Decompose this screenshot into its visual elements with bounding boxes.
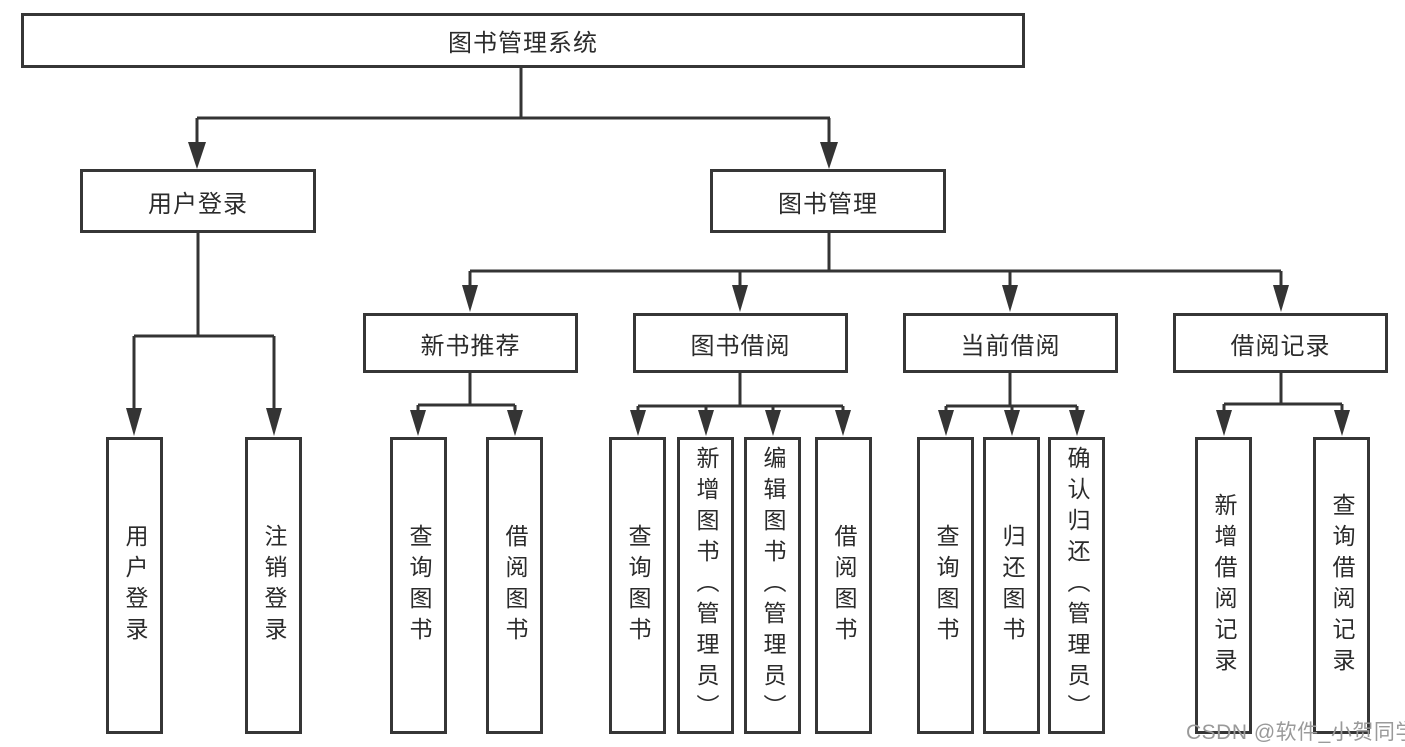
arrow-down-icon (126, 408, 142, 436)
node-label: 借阅记录 (1230, 332, 1331, 360)
leaf-current-query-book: 查询图书 (917, 437, 974, 734)
node-borrowing-records: 借阅记录 (1173, 313, 1388, 373)
leaf-borrowing-edit-book-admin: 编辑图书（管理员） (744, 437, 801, 734)
node-book-borrowing: 图书借阅 (633, 313, 848, 373)
arrow-down-icon (732, 285, 748, 312)
watermark: CSDN @软件_小贺同学 (1186, 721, 1405, 744)
arrow-down-icon (630, 410, 646, 436)
leaf-recommend-borrow-book: 借阅图书 (486, 437, 543, 734)
node-label: 归还图书 (999, 523, 1025, 648)
arrow-down-icon (1273, 285, 1289, 312)
leaf-recommend-query-book: 查询图书 (390, 437, 447, 734)
node-label: 借阅图书 (502, 523, 528, 648)
arrow-down-icon (188, 142, 206, 169)
arrow-down-icon (410, 410, 426, 436)
arrow-down-icon (1069, 410, 1085, 436)
node-book-management: 图书管理 (710, 169, 946, 233)
arrow-down-icon (1002, 285, 1018, 312)
node-label: 查询图书 (406, 523, 432, 648)
node-label: 查询图书 (933, 523, 959, 648)
arrow-down-icon (1004, 410, 1020, 436)
arrow-down-icon (698, 410, 714, 436)
leaf-records-add-record: 新增借阅记录 (1195, 437, 1252, 734)
leaf-current-return-book: 归还图书 (983, 437, 1040, 734)
arrow-down-icon (938, 410, 954, 436)
leaf-records-query-record: 查询借阅记录 (1313, 437, 1370, 734)
node-new-book-recommend: 新书推荐 (363, 313, 578, 373)
node-label: 查询图书 (625, 523, 651, 648)
node-label: 借阅图书 (831, 523, 857, 648)
node-current-borrowing: 当前借阅 (903, 313, 1118, 373)
arrow-down-icon (820, 142, 838, 169)
leaf-current-confirm-return-admin: 确认归还（管理员） (1048, 437, 1105, 734)
node-label: 图书管理 (778, 190, 878, 218)
node-label: 新书推荐 (420, 332, 521, 360)
arrow-down-icon (507, 410, 523, 436)
node-label: 查询借阅记录 (1329, 492, 1355, 679)
arrow-down-icon (1216, 410, 1232, 436)
leaf-user-login: 用户登录 (106, 437, 163, 734)
leaf-borrowing-add-book-admin: 新增图书（管理员） (677, 437, 734, 734)
node-label: 注销登录 (261, 523, 287, 648)
leaf-borrowing-borrow-book: 借阅图书 (815, 437, 872, 734)
leaf-logout: 注销登录 (245, 437, 302, 734)
node-label: 图书管理系统 (448, 30, 598, 57)
arrow-down-icon (266, 408, 282, 436)
node-label: 用户登录 (148, 190, 248, 218)
node-label: 用户登录 (122, 523, 148, 648)
node-root-library-system: 图书管理系统 (21, 13, 1025, 68)
node-label: 图书借阅 (690, 332, 791, 360)
leaf-borrowing-query-book: 查询图书 (609, 437, 666, 734)
node-user-login: 用户登录 (80, 169, 316, 233)
node-label: 新增借阅记录 (1211, 492, 1237, 679)
arrow-down-icon (765, 410, 781, 436)
arrow-down-icon (1334, 410, 1350, 436)
node-label: 当前借阅 (960, 332, 1061, 360)
arrow-down-icon (835, 410, 851, 436)
node-label: 确认归还（管理员） (1064, 446, 1090, 725)
node-label: 编辑图书（管理员） (760, 446, 786, 725)
node-label: 新增图书（管理员） (693, 446, 719, 725)
arrow-down-icon (462, 285, 478, 312)
